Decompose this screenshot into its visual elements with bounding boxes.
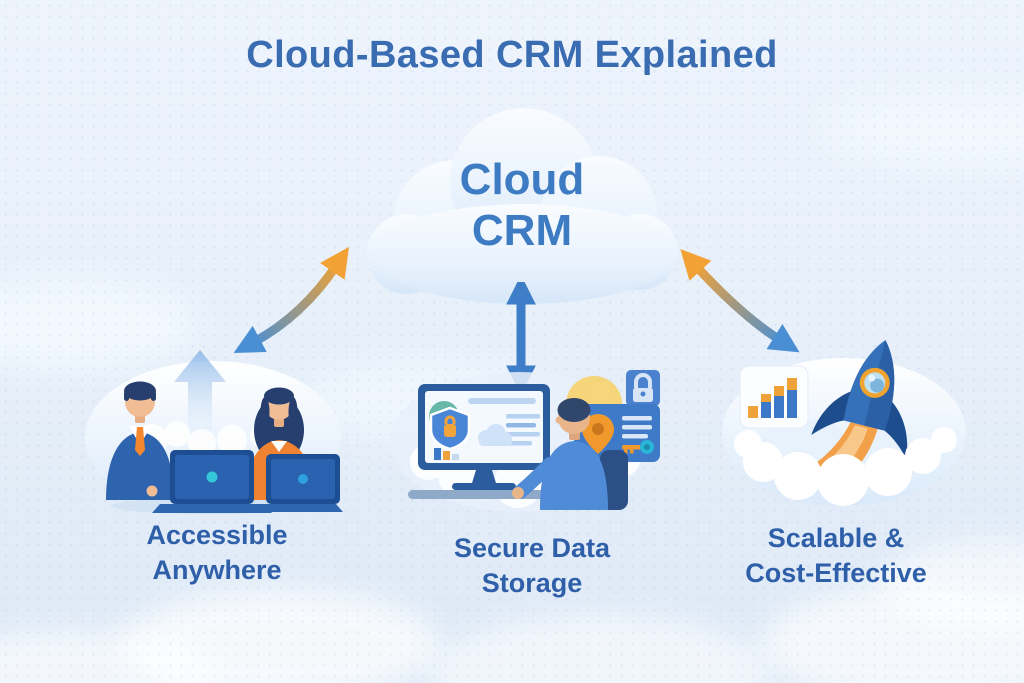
person-at-computer-figure <box>512 398 628 510</box>
vertical-double-arrow <box>506 282 536 388</box>
cloud-shape <box>367 108 678 304</box>
background-cloud <box>430 615 770 683</box>
page-title: Cloud-Based CRM Explained <box>246 34 778 76</box>
businessman-figure <box>106 381 174 500</box>
screen-text-lines <box>506 414 540 446</box>
cloud-node-line2: CRM <box>471 206 573 256</box>
growth-arrow-icon <box>174 350 226 444</box>
key-icon <box>622 440 654 454</box>
background-cloud <box>760 585 1024 683</box>
cloud-node-label: Cloud CRM <box>352 154 692 256</box>
laptop-icon <box>152 450 272 513</box>
feature-label-line: Scalable & <box>767 523 905 553</box>
cloud-glyph <box>478 424 512 446</box>
cloud-puffs-front <box>734 427 957 506</box>
background-cloud <box>120 590 440 683</box>
desk <box>408 490 558 499</box>
feature-label-scalable-cost-effective: Scalable & Cost-Effective <box>696 521 976 591</box>
growth-chart-icon <box>739 365 809 429</box>
feature-label-accessible-anywhere: Accessible Anywhere <box>77 518 357 588</box>
scalable-cost-effective-illustration <box>722 340 966 506</box>
feature-label-line: Storage <box>481 568 583 599</box>
id-card-icon <box>574 404 660 462</box>
cloud-node-line1: Cloud <box>459 155 585 204</box>
curved-double-arrow-right <box>680 248 800 353</box>
feature-label-line: Accessible <box>146 520 288 550</box>
background-cloud <box>820 95 1024 165</box>
laptop-icon <box>250 454 343 512</box>
card-text-lines <box>622 416 652 439</box>
feature-label-secure-data-storage: Secure Data Storage <box>392 531 672 601</box>
accessible-anywhere-illustration <box>85 350 343 515</box>
feature-label-line: Cost-Effective <box>745 558 927 589</box>
background-cloud <box>0 630 220 683</box>
bar-chart-icon <box>434 448 459 460</box>
tie <box>135 427 145 456</box>
secure-data-storage-illustration <box>390 370 660 512</box>
feature-label-line: Secure Data <box>453 533 611 563</box>
cloud-crm-node: Cloud CRM <box>352 104 692 306</box>
padlock-icon <box>626 370 660 406</box>
feature-label-line: Anywhere <box>152 555 282 586</box>
monitor-dashboard <box>418 384 550 490</box>
curved-double-arrow-left <box>233 246 350 354</box>
